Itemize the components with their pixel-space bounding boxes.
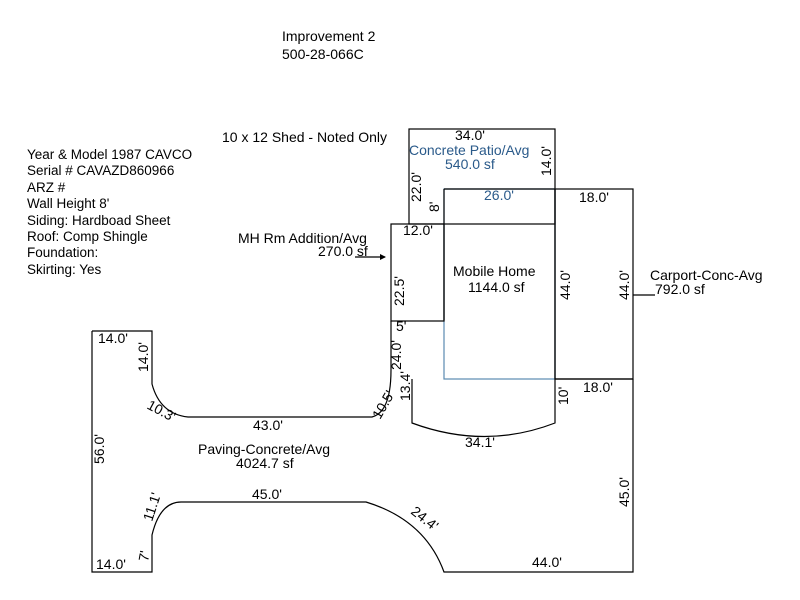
dim-label: 14.0': [96, 556, 126, 572]
dim-label: 18.0': [583, 379, 613, 395]
patio-outline: [408, 128, 556, 225]
patio-name: Concrete Patio/Avg: [409, 142, 529, 158]
addition-area: 270.0 sf: [318, 243, 368, 259]
dim-label: 18.0': [579, 189, 609, 205]
dim-label: 44.0': [557, 270, 573, 300]
dim-label: 24.4': [408, 503, 441, 534]
dim-label: 22.0': [408, 172, 424, 202]
dim-label: 14.0': [538, 146, 554, 176]
parcel-number: 500-28-066C: [282, 46, 364, 62]
dim-label: 26.0': [484, 187, 514, 203]
dim-label: 43.0': [253, 417, 283, 433]
home-area: 1144.0 sf: [468, 279, 525, 295]
dim-label: 44.0': [532, 554, 562, 570]
dim-label: 10.5': [369, 388, 398, 422]
addition-outline: [390, 223, 445, 322]
carport-name: Carport-Conc-Avg: [650, 267, 763, 283]
dim-label: 14.0': [98, 330, 128, 346]
dim-label: 24.0': [388, 340, 404, 370]
outlines: [91, 128, 655, 573]
dim-label: 44.0': [616, 270, 632, 300]
paving-inner-curve: [411, 379, 556, 438]
dim-label: 13.4': [397, 371, 413, 401]
property-info: Year & Model 1987 CAVCO Serial # CAVAZD8…: [27, 147, 192, 278]
info-line: Wall Height 8': [27, 196, 110, 212]
info-line: ARZ #: [27, 179, 66, 195]
info-line: Siding: Hardboad Sheet: [27, 212, 171, 228]
info-line: Year & Model 1987 CAVCO: [27, 147, 193, 162]
carport-area: 792.0 sf: [655, 281, 705, 297]
paving-area: 4024.7 sf: [236, 455, 294, 471]
header: Improvement 2 500-28-066C: [282, 27, 375, 63]
info-line: Roof: Comp Shingle: [27, 229, 148, 245]
dim-label: 34.1': [465, 434, 495, 450]
info-line: Skirting: Yes: [27, 261, 102, 277]
dim-label: 11.1': [140, 491, 164, 523]
dim-label: 45.0': [616, 477, 632, 507]
dim-label: 45.0': [252, 486, 282, 502]
dim-label: 34.0': [455, 127, 485, 143]
dim-label: 14.0': [135, 342, 151, 372]
addition-name: MH Rm Addition/Avg: [238, 230, 367, 246]
info-line: Serial # CAVAZD860966: [27, 163, 175, 179]
dim-label: 22.5': [391, 276, 407, 306]
addition-arrow-icon: [380, 254, 386, 260]
paving-lower-edge: [91, 331, 634, 573]
paving-upper-edge: [92, 321, 392, 418]
dim-label: 10': [555, 387, 571, 405]
info-line: Foundation:: [27, 245, 99, 261]
home-name: Mobile Home: [453, 263, 536, 279]
dim-label: 12.0': [403, 222, 433, 238]
improvement-title: Improvement 2: [282, 28, 376, 44]
dim-label: 5': [396, 318, 406, 334]
shed-note: 10 x 12 Shed - Noted Only: [222, 129, 387, 145]
paving-name: Paving-Concrete/Avg: [198, 441, 330, 457]
dim-label: 7': [135, 549, 153, 562]
dim-label: 8': [426, 202, 442, 212]
dim-label: 56.0': [91, 434, 107, 464]
dim-label: 10.3': [145, 397, 179, 425]
patio-area: 540.0 sf: [445, 156, 495, 172]
